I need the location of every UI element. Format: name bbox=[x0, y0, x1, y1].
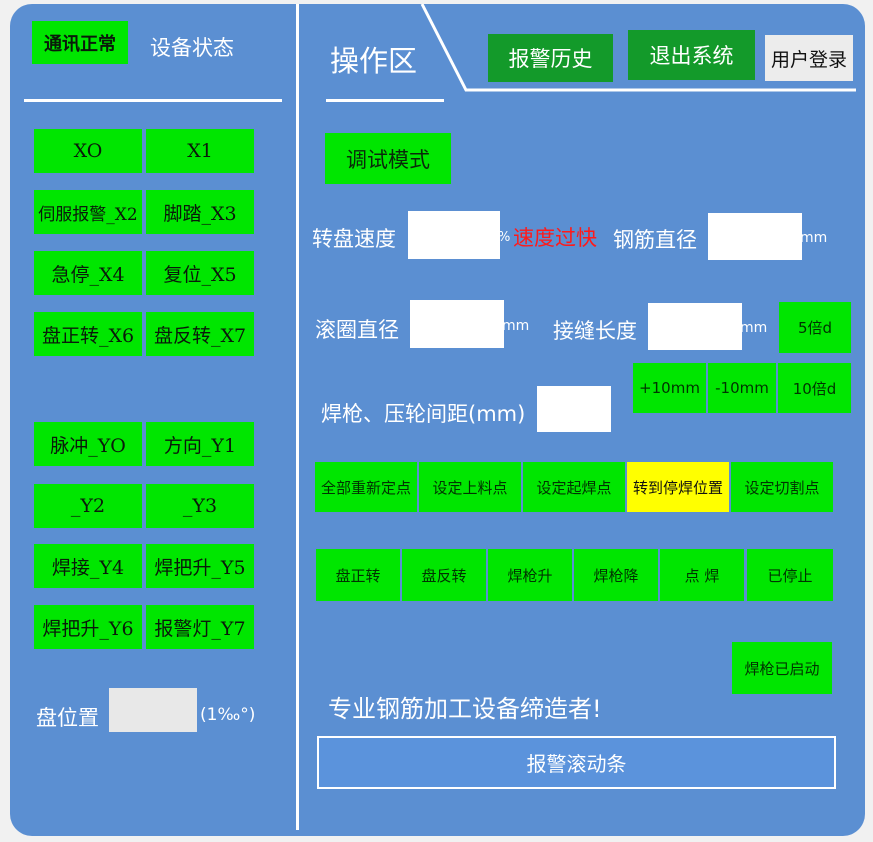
alarm-history-button[interactable]: 报警历史 bbox=[488, 34, 613, 82]
debug-mode-button[interactable]: 调试模式 bbox=[325, 133, 451, 184]
input-x4[interactable]: 急停_X4 bbox=[34, 251, 142, 295]
pan-forward-button[interactable]: 盘正转 bbox=[316, 549, 400, 601]
user-login-button[interactable]: 用户登录 bbox=[765, 35, 853, 81]
roller-diameter-label: 滚圈直径 bbox=[315, 318, 399, 342]
output-y2[interactable]: _Y2 bbox=[34, 484, 142, 528]
gun-wheel-distance-label: 焊枪、压轮间距(mm) bbox=[321, 402, 526, 426]
turntable-speed-label: 转盘速度 bbox=[312, 227, 396, 251]
input-x5[interactable]: 复位_X5 bbox=[146, 251, 254, 295]
output-y0[interactable]: 脉冲_YO bbox=[34, 422, 142, 466]
gun-started-button[interactable]: 焊枪已启动 bbox=[732, 642, 832, 694]
spot-weld-button[interactable]: 点 焊 bbox=[660, 549, 744, 601]
roller-diameter-unit: mm bbox=[502, 318, 530, 334]
alarm-scroll-bar: 报警滚动条 bbox=[317, 736, 836, 789]
seam-length-input[interactable] bbox=[648, 303, 742, 350]
rebar-diameter-unit: mm bbox=[800, 230, 828, 246]
go-to-weld-stop-button[interactable]: 转到停焊位置 bbox=[627, 462, 729, 512]
output-y5[interactable]: 焊把升_Y5 bbox=[146, 544, 254, 588]
turntable-speed-input[interactable] bbox=[408, 211, 500, 259]
rebar-diameter-label: 钢筋直径 bbox=[613, 228, 697, 252]
left-header-divider bbox=[24, 99, 282, 102]
pane-divider bbox=[296, 4, 299, 830]
gun-down-button[interactable]: 焊枪降 bbox=[574, 549, 658, 601]
gun-up-button[interactable]: 焊枪升 bbox=[488, 549, 572, 601]
rebar-diameter-input[interactable] bbox=[708, 213, 802, 260]
input-x2[interactable]: 伺服报警_X2 bbox=[34, 190, 142, 234]
set-load-point-button[interactable]: 设定上料点 bbox=[419, 462, 521, 512]
comm-status-badge: 通讯正常 bbox=[32, 21, 128, 64]
reset-all-points-button[interactable]: 全部重新定点 bbox=[315, 462, 417, 512]
output-y6[interactable]: 焊把升_Y6 bbox=[34, 605, 142, 649]
stopped-status-button[interactable]: 已停止 bbox=[747, 549, 833, 601]
pan-position-unit: (1‰°) bbox=[200, 705, 256, 725]
input-x6[interactable]: 盘正转_X6 bbox=[34, 312, 142, 356]
pan-reverse-button[interactable]: 盘反转 bbox=[402, 549, 486, 601]
set-cut-point-button[interactable]: 设定切割点 bbox=[731, 462, 833, 512]
alarm-scroll-text: 报警滚动条 bbox=[526, 752, 627, 776]
input-x1[interactable]: X1 bbox=[146, 129, 254, 173]
title-underline bbox=[326, 99, 444, 102]
input-x0[interactable]: XO bbox=[34, 129, 142, 173]
set-weld-start-point-button[interactable]: 设定起焊点 bbox=[523, 462, 625, 512]
ten-d-button[interactable]: 10倍d bbox=[778, 363, 851, 413]
slogan-text: 专业钢筋加工设备缔造者! bbox=[328, 695, 602, 723]
roller-diameter-input[interactable] bbox=[410, 300, 504, 348]
output-y4[interactable]: 焊接_Y4 bbox=[34, 544, 142, 588]
seam-length-label: 接缝长度 bbox=[553, 319, 637, 343]
pan-position-label: 盘位置 bbox=[36, 706, 99, 730]
input-x7[interactable]: 盘反转_X7 bbox=[146, 312, 254, 356]
pan-position-display bbox=[109, 688, 197, 732]
exit-system-button[interactable]: 退出系统 bbox=[628, 30, 755, 80]
output-y1[interactable]: 方向_Y1 bbox=[146, 422, 254, 466]
speed-warning-text: 速度过快 bbox=[513, 226, 597, 250]
input-x3[interactable]: 脚踏_X3 bbox=[146, 190, 254, 234]
percent-unit: % bbox=[498, 230, 511, 245]
five-d-button[interactable]: 5倍d bbox=[779, 302, 851, 353]
output-y3[interactable]: _Y3 bbox=[146, 484, 254, 528]
hmi-panel: 通讯正常 设备状态 XO X1 伺服报警_X2 脚踏_X3 急停_X4 复位_X… bbox=[10, 4, 865, 836]
minus-10mm-button[interactable]: -10mm bbox=[708, 363, 776, 413]
seam-length-unit: mm bbox=[740, 320, 768, 336]
device-status-title: 设备状态 bbox=[150, 36, 234, 60]
page-title: 操作区 bbox=[330, 44, 418, 78]
tab-divider-shape bbox=[420, 4, 856, 92]
gun-wheel-distance-input[interactable] bbox=[537, 386, 611, 432]
plus-10mm-button[interactable]: +10mm bbox=[633, 363, 706, 413]
output-y7[interactable]: 报警灯_Y7 bbox=[146, 605, 254, 649]
